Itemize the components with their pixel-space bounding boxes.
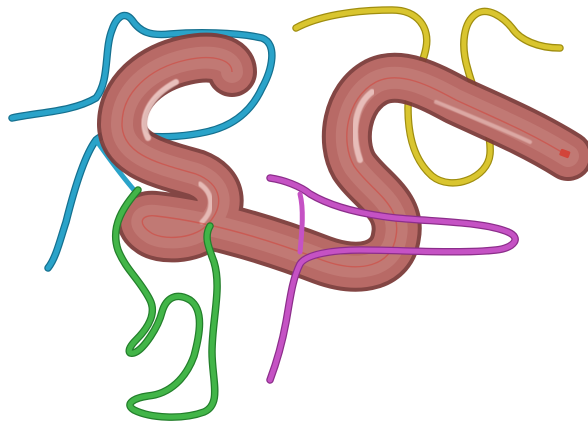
helix-tube [122, 58, 571, 267]
